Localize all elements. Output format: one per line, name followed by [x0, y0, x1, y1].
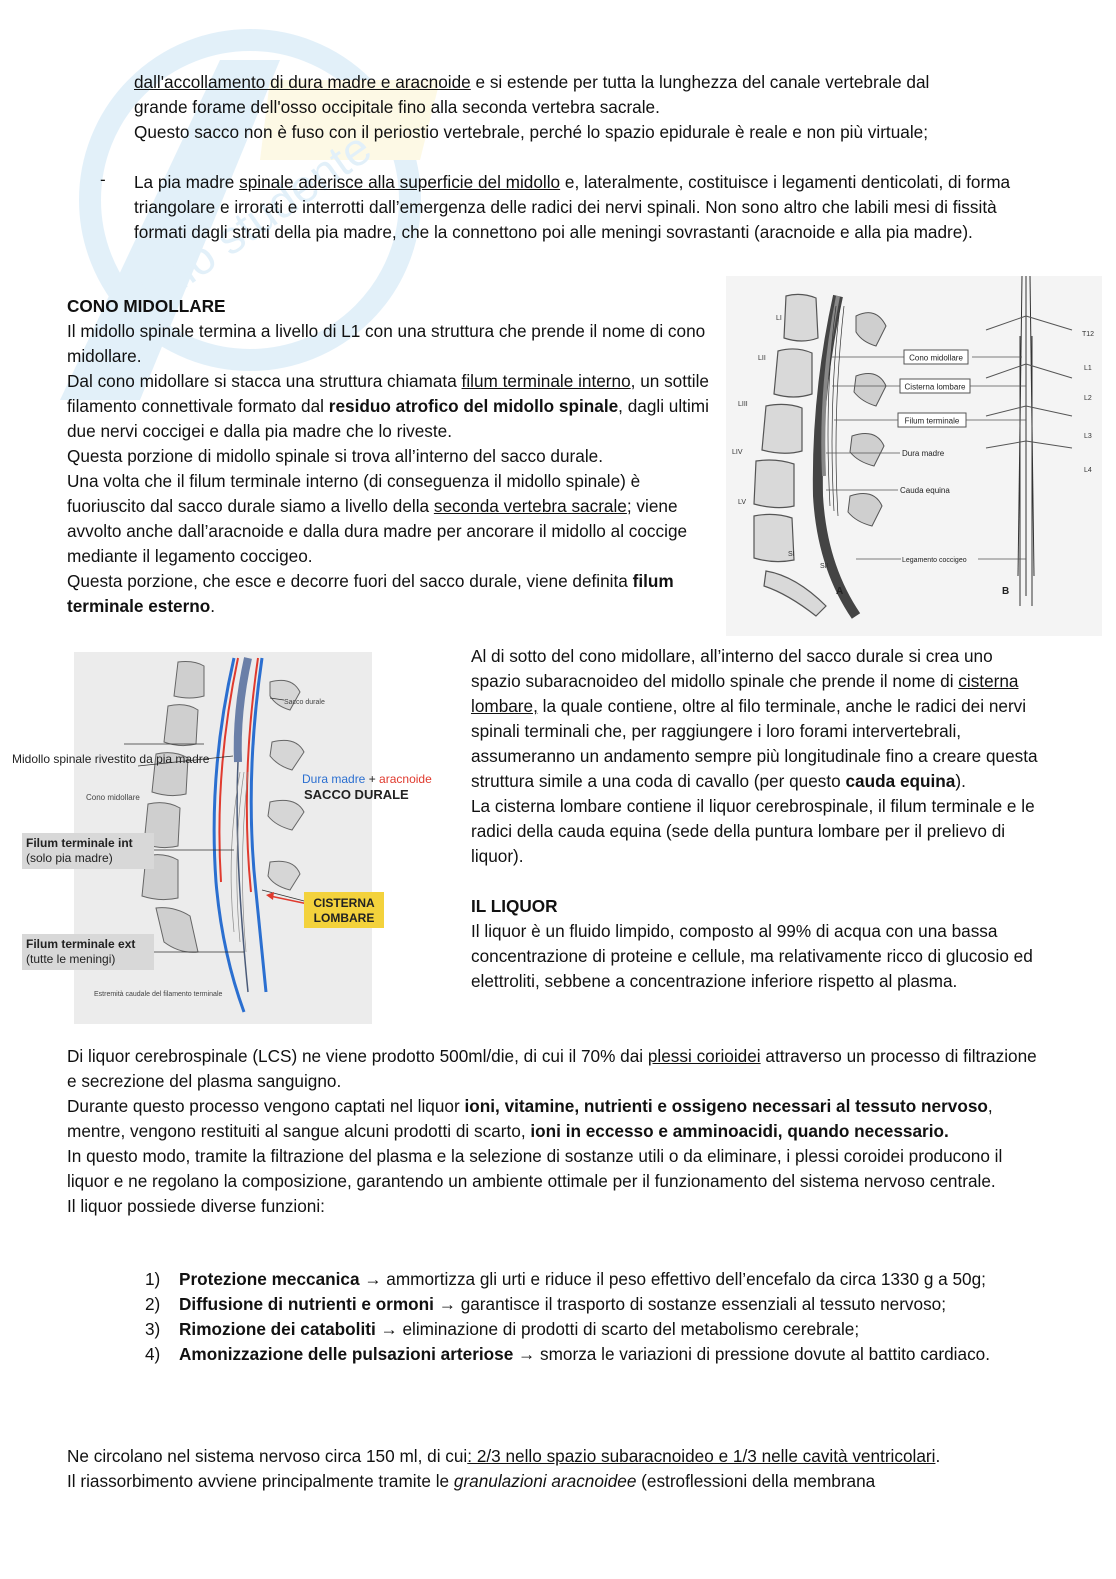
- list-item: 4) Amonizzazione delle pulsazioni arteri…: [145, 1344, 990, 1364]
- label-dura-madre: Dura madre: [902, 449, 945, 458]
- functions-list: 1) Protezione meccanica → ammortizza gli…: [145, 1267, 1045, 1367]
- svg-text:L1: L1: [1084, 365, 1092, 372]
- svg-text:LOMBARE: LOMBARE: [314, 911, 375, 925]
- label-estremita: Estremità caudale del filamento terminal…: [94, 991, 223, 998]
- svg-text:Cono midollare: Cono midollare: [86, 793, 140, 802]
- svg-text:LIV: LIV: [732, 449, 743, 456]
- label-filum-terminale: Filum terminale: [905, 417, 960, 426]
- underlined-text: dall'accollamento di dura madre e aracno…: [134, 72, 471, 92]
- svg-text:L2: L2: [1084, 395, 1092, 402]
- label-filum-ext: Filum terminale ext: [26, 937, 135, 951]
- bottom-paragraph: Ne circolano nel sistema nervoso circa 1…: [67, 1446, 941, 1491]
- svg-text:SI: SI: [788, 551, 795, 558]
- dural-sac-figure: Midollo spinale rivestito da pia madre S…: [12, 652, 432, 1024]
- svg-text:SII: SII: [820, 563, 829, 570]
- svg-text:(solo pia madre): (solo pia madre): [26, 851, 113, 865]
- cisterna-lombare-section: Al di sotto del cono midollare, all’inte…: [471, 644, 1046, 994]
- label-cono-midollare: Cono midollare: [909, 354, 963, 363]
- intro-paragraph: dall'accollamento di dura madre e aracno…: [134, 72, 930, 142]
- panel-label-b: B: [1002, 586, 1009, 597]
- list-item: 1) Protezione meccanica → ammortizza gli…: [145, 1269, 986, 1289]
- cono-midollare-section: CONO MIDOLLARE Il midollo spinale termin…: [67, 294, 712, 619]
- pia-madre-paragraph: La pia madre spinale aderisce alla super…: [134, 172, 1011, 242]
- svg-text:Sacco durale: Sacco durale: [284, 699, 325, 706]
- svg-text:LI: LI: [776, 315, 782, 322]
- bullet-dash: -: [100, 170, 106, 189]
- lumbar-spine-figure: Cono midollare Cisterna lombare Filum te…: [726, 276, 1102, 636]
- label-dura-aracnoide: Dura madre + aracnoide: [302, 772, 432, 786]
- list-item: 3) Rimozione dei cataboliti → eliminazio…: [145, 1319, 860, 1339]
- label-cauda-equina: Cauda equina: [900, 486, 950, 495]
- label-midollo-spinale: Midollo spinale rivestito da pia madre: [12, 752, 210, 766]
- label-sacco-durale: SACCO DURALE: [304, 787, 409, 802]
- svg-text:LIII: LIII: [738, 401, 748, 408]
- svg-text:LII: LII: [758, 355, 766, 362]
- label-legamento-coccigeo: Legamento coccigeo: [902, 557, 967, 564]
- list-item: 2) Diffusione di nutrienti e ormoni → ga…: [145, 1294, 947, 1314]
- section-heading: CONO MIDOLLARE: [67, 296, 226, 316]
- label-cisterna-lombare-fig: CISTERNA: [313, 896, 375, 910]
- section-heading-liquor: IL LIQUOR: [471, 896, 558, 916]
- svg-text:(tutte le meningi): (tutte le meningi): [26, 952, 115, 966]
- svg-text:T12: T12: [1082, 331, 1094, 338]
- label-cisterna-lombare: Cisterna lombare: [905, 383, 966, 392]
- svg-text:LV: LV: [738, 499, 746, 506]
- svg-text:L4: L4: [1084, 467, 1092, 474]
- svg-text:L3: L3: [1084, 433, 1092, 440]
- panel-label-a: A: [836, 586, 843, 597]
- liquor-section: Di liquor cerebrospinale (LCS) ne viene …: [67, 1046, 1037, 1216]
- label-filum-int: Filum terminale int: [26, 836, 133, 850]
